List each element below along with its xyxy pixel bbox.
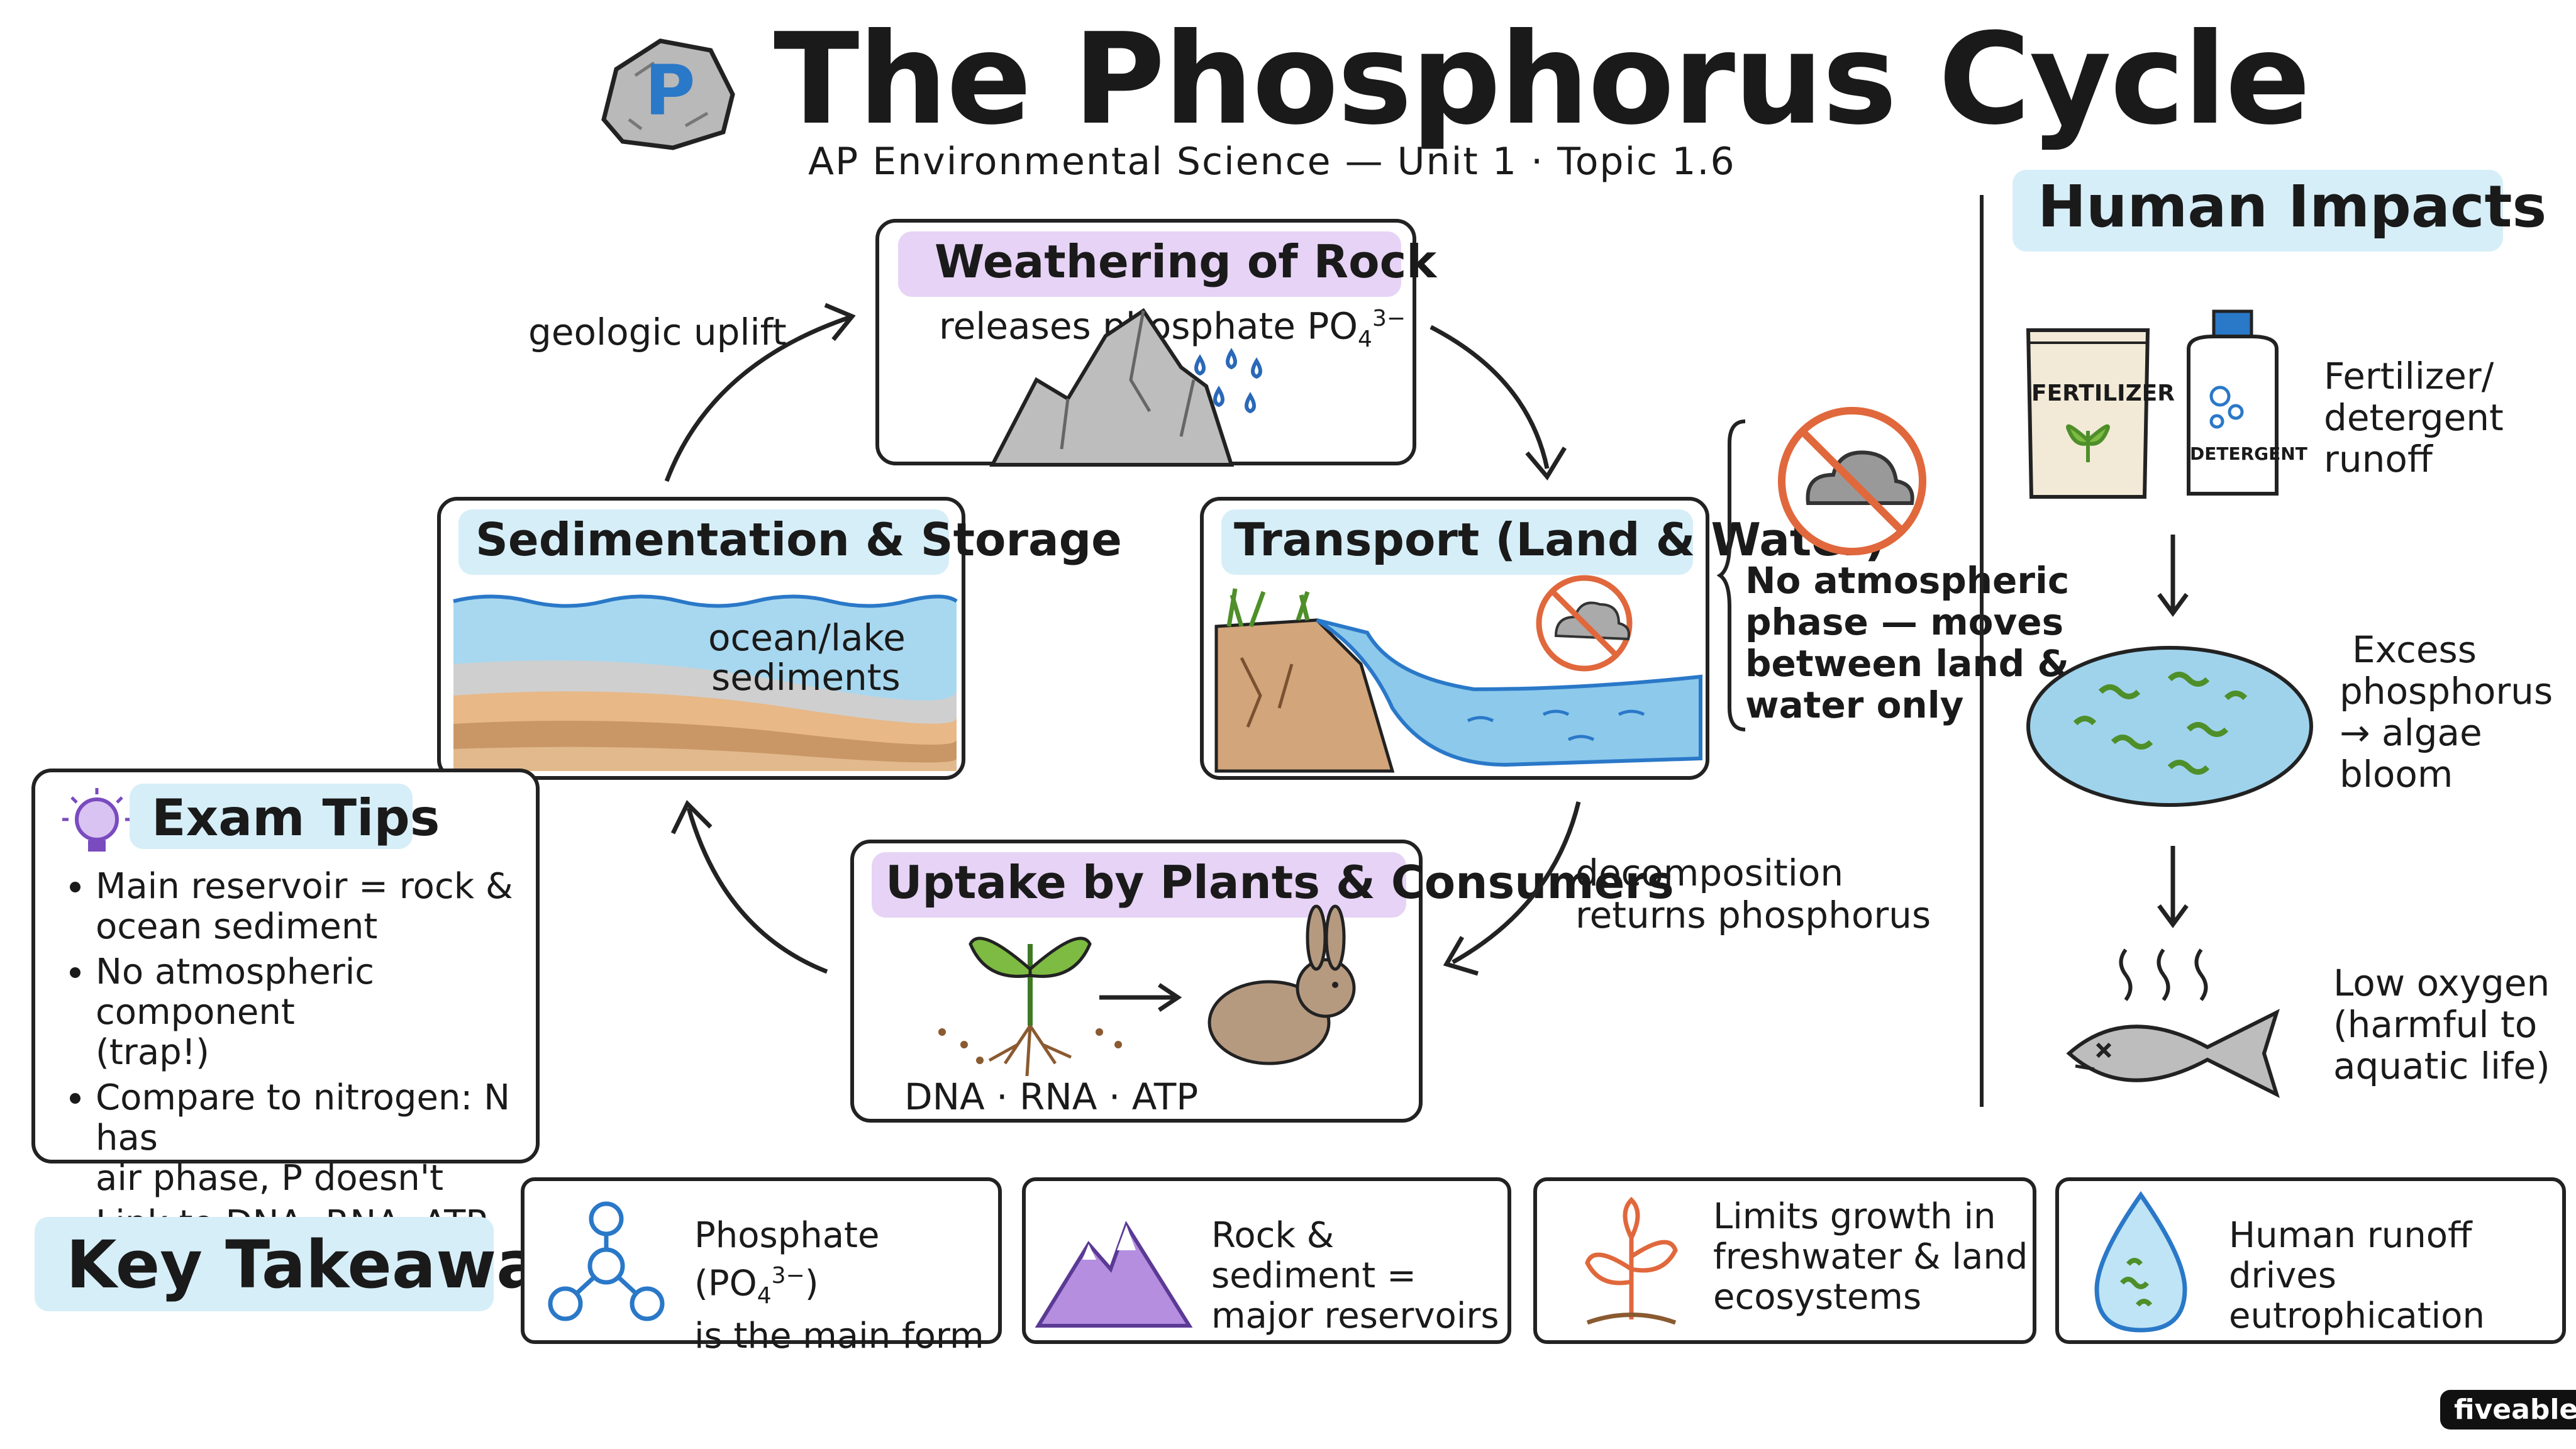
algae-pond-icon [2026, 646, 2313, 807]
molecule-icon [548, 1201, 665, 1321]
takeaway-text: Rock & sediment =major reservoirs [1211, 1215, 1499, 1336]
human-impacts-title: Human Impacts [2038, 173, 2547, 240]
impact-step-1: Fertilizer/detergent runoff [2324, 355, 2504, 480]
lightbulb-icon [62, 788, 131, 852]
list-item: Main reservoir = rock &ocean sediment [96, 867, 536, 947]
exam-tips-list: Main reservoir = rock &ocean sediment No… [60, 867, 536, 1249]
list-item: No atmospheric component(trap!) [96, 952, 536, 1073]
uptake-caption: DNA · RNA · ATP [904, 1075, 1199, 1118]
arrow-down-icon [2157, 846, 2189, 928]
fertilizer-bag-label: FERTILIZER [2031, 380, 2175, 406]
decomposition-label-1: decomposition [1575, 852, 1844, 894]
no-atmosphere-icon [1536, 575, 1633, 672]
sediment-layers-illustration [453, 594, 958, 771]
uplift-label: geologic uplift [528, 311, 787, 353]
arrow-uplift [664, 315, 850, 482]
title-highlight [35, 1217, 494, 1311]
arrow-uptake-sediment [686, 808, 828, 974]
plant-sprout-icon [938, 936, 1122, 1077]
dead-fish-icon [2066, 948, 2280, 1098]
sediment-label-2: sediments [711, 656, 901, 699]
exam-tips-title: Exam Tips [152, 789, 440, 847]
brand-badge: fiveable [2440, 1390, 2576, 1430]
sedimentation-box: Sedimentation & Storage ocean/lake sedim… [437, 497, 1122, 780]
arrow-right-icon [1099, 983, 1182, 1012]
arrow-down-icon [2157, 535, 2189, 617]
logo-letter: P [645, 50, 696, 131]
curly-brace-icon [1716, 419, 1746, 731]
takeaway-card-phosphate: Phosphate (PO43−) is the main form [521, 1177, 1002, 1356]
exam-tips-box: Exam Tips Main reservoir = rock &ocean s… [31, 769, 540, 1244]
rock-logo-icon [601, 38, 735, 150]
arrow-transport-uptake [1452, 801, 1581, 965]
decomposition-label-2: returns phosphorus [1575, 894, 1931, 936]
title-highlight [458, 509, 949, 575]
no-cloud-icon [1778, 407, 1926, 555]
arrow-weathering-transport [1430, 325, 1550, 469]
sedimentation-title: Sedimentation & Storage [475, 513, 1122, 566]
river-landscape-illustration [1214, 588, 1702, 773]
raindrop-icon [1194, 348, 1262, 414]
takeaway-text: Phosphate (PO43−) is the main form [694, 1215, 984, 1357]
no-atmospheric-note: No atmospheric phase — moves between lan… [1745, 559, 2070, 726]
title-highlight [2012, 170, 2503, 252]
detergent-bottle-label: DETERGENT [2190, 443, 2307, 464]
rabbit-icon [1208, 904, 1356, 1065]
page-subtitle: AP Environmental Science — Unit 1 · Topi… [808, 140, 1736, 184]
section-divider [1980, 195, 1984, 1107]
sediment-label-1: ocean/lake [708, 616, 906, 659]
page-title: The Phosphorus Cycle [774, 6, 2311, 153]
transport-box: Transport (Land & Water) [1200, 497, 1885, 780]
weathering-box: Weathering of Rock releases phosphate PO… [875, 219, 1436, 467]
purple-mountain-icon [1035, 1221, 1193, 1328]
fertilizer-bag-icon [2026, 328, 2150, 499]
transport-title: Transport (Land & Water) [1234, 513, 1885, 566]
water-drop-icon [2094, 1191, 2187, 1333]
takeaway-card-reservoirs: Rock & sediment =major reservoirs [1022, 1177, 1511, 1344]
weathering-title: Weathering of Rock [935, 235, 1437, 288]
detergent-bottle-icon [2187, 309, 2279, 496]
title-highlight [1221, 509, 1693, 575]
title-highlight [898, 231, 1401, 297]
sprout-icon [1585, 1197, 1678, 1325]
title-highlight [130, 784, 413, 849]
mountain-icon [989, 308, 1235, 467]
